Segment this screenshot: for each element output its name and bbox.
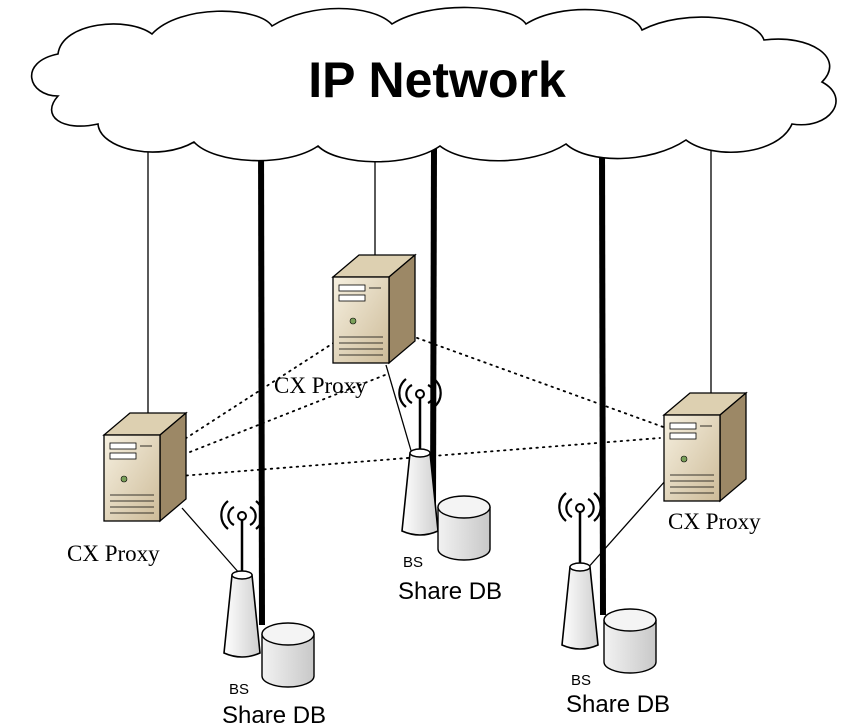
share-db-label-right: Share DB (566, 691, 670, 718)
link-proxy-right-bs-right (585, 479, 667, 571)
proxy-label-center: CX Proxy (274, 373, 367, 398)
share-db-icon-center (437, 495, 491, 561)
bs-label-left: BS (229, 681, 249, 698)
link-proxy-left-bs-left (181, 507, 241, 575)
link-proxy-center-bs-center (385, 364, 413, 455)
link-cloud-bs-right (599, 141, 606, 616)
base-station-icon-left (220, 499, 264, 659)
bs-label-center: BS (403, 554, 423, 571)
cloud-title: IP Network (308, 52, 566, 108)
proxy-label-left: CX Proxy (67, 541, 160, 566)
proxy-server-icon-right (663, 392, 747, 502)
link-cloud-bs-left (258, 134, 265, 626)
link-cloud-bs-center (430, 147, 437, 508)
bs-label-right: BS (571, 672, 591, 689)
share-db-icon-right (603, 608, 657, 674)
share-db-label-center: Share DB (398, 578, 502, 605)
share-db-label-left: Share DB (222, 702, 326, 727)
proxy-server-icon-center (332, 254, 416, 364)
base-station-icon-right (558, 491, 602, 651)
proxy-label-right: CX Proxy (668, 509, 761, 534)
proxy-server-icon-left (103, 412, 187, 522)
ip-network-cloud (30, 6, 837, 163)
share-db-icon-left (261, 622, 315, 688)
